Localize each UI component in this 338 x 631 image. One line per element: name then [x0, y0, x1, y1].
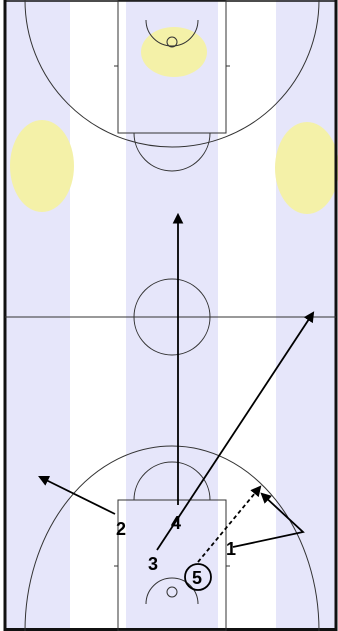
player-1-label: 1: [226, 539, 236, 559]
lane-band-center: [126, 0, 218, 631]
hot-zone-right-wing: [275, 122, 338, 214]
p2-cut-arrow: [38, 475, 116, 515]
basket-bottom: [166, 586, 178, 598]
restricted-arc-bottom: [145, 577, 199, 605]
court-lines: [3, 0, 338, 631]
player-3-label: 3: [148, 554, 158, 574]
three-point-arc-top: [24, 0, 320, 148]
restricted-arc-top: [145, 19, 199, 47]
player-2-label: 2: [116, 519, 126, 539]
three-point-arc-bottom: [24, 445, 320, 631]
p5-pass-arrow: [197, 485, 262, 563]
player-4-label: 4: [171, 513, 181, 533]
player-5-ring: [184, 563, 212, 591]
hot-zone-top-basket: [141, 27, 207, 77]
p3-cut-arrow: [156, 311, 315, 551]
movement-arrows: [38, 212, 315, 563]
free-throw-circle-top: [133, 132, 211, 172]
hot-zone-left-wing: [10, 120, 74, 212]
basket-top: [166, 36, 178, 48]
center-circle: [133, 278, 211, 356]
lane-band-left: [6, 0, 70, 631]
p1-cut-arrow: [232, 492, 305, 548]
free-throw-circle-bottom: [133, 461, 211, 501]
lane-bands: [6, 0, 336, 631]
hot-zones: [10, 27, 338, 214]
player-5-label: 5: [192, 568, 202, 588]
players: 1 2 3 4 5: [116, 513, 236, 591]
